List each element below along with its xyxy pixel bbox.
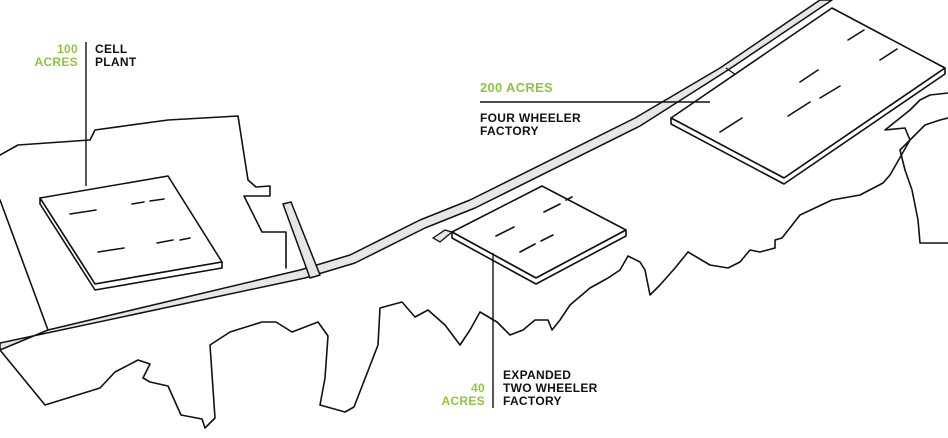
- two-wheeler-name-label: EXPANDED TWO WHEELER FACTORY: [503, 369, 598, 408]
- terrain-boundary: [0, 92, 948, 429]
- cell-plant-area-label: 100 ACRES: [30, 43, 78, 69]
- terrain-boundary-east: [899, 117, 948, 244]
- cell-plant-slab: [39, 175, 223, 291]
- left-parcel-boundary: [0, 115, 287, 331]
- four-wheeler-name-line1: FOUR WHEELER: [480, 111, 581, 125]
- two-wheeler-name-line1: EXPANDED: [503, 368, 572, 382]
- cell-plant-area-number: 100: [57, 42, 78, 56]
- four-wheeler-area-label: 200 ACRES: [480, 80, 554, 95]
- four-wheeler-name-line2: FACTORY: [480, 124, 539, 138]
- cell-plant-name-line1: CELL: [95, 42, 128, 56]
- cell-plant-name-line2: PLANT: [95, 55, 137, 69]
- two-wheeler-area-unit: ACRES: [441, 394, 485, 408]
- two-wheeler-area-number: 40: [471, 381, 485, 395]
- cell-plant-area-unit: ACRES: [34, 55, 78, 69]
- two-wheeler-name-line2: TWO WHEELER: [503, 381, 598, 395]
- two-wheeler-name-line3: FACTORY: [503, 394, 562, 408]
- cell-plant-name-label: CELL PLANT: [95, 43, 137, 69]
- four-wheeler-slab: [670, 7, 946, 185]
- four-wheeler-name-label: FOUR WHEELER FACTORY: [480, 112, 581, 138]
- two-wheeler-slab: [451, 185, 627, 285]
- two-wheeler-area-label: 40 ACRES: [436, 382, 485, 408]
- main-road: [0, 0, 833, 351]
